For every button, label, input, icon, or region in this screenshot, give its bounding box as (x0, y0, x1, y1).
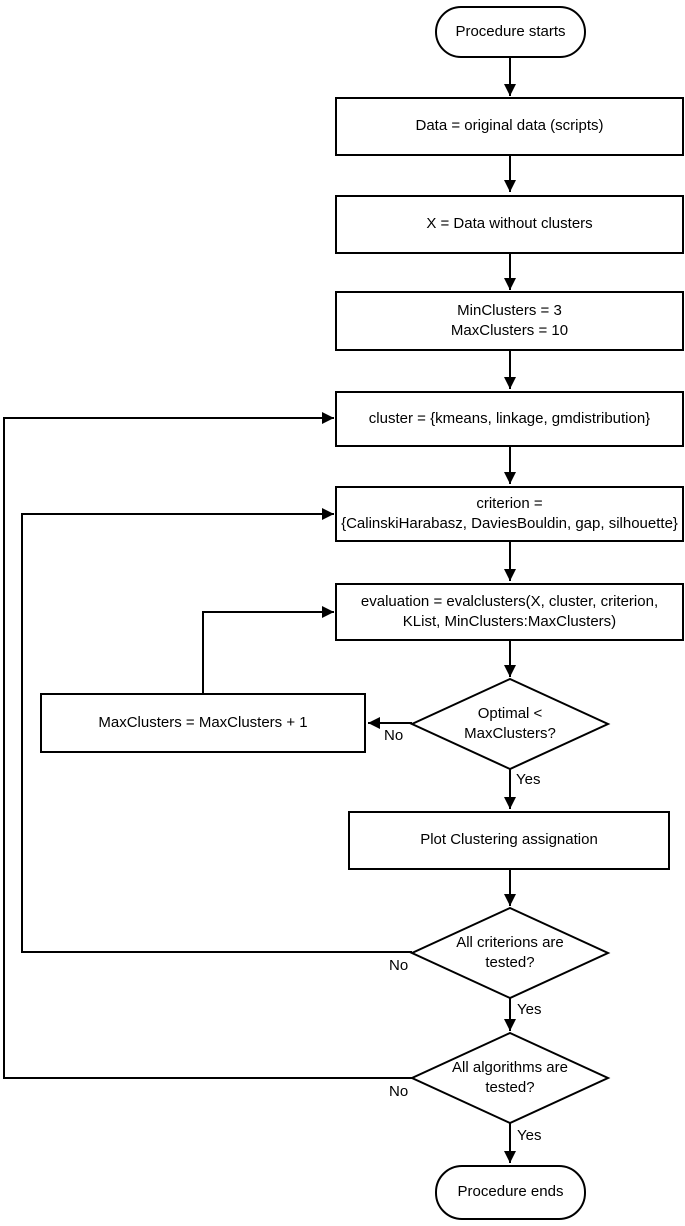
process-x-without-clusters-label: X = Data without clusters (426, 215, 593, 233)
decision-optimal-maxclusters: Optimal < MaxClusters? (412, 698, 608, 750)
process-min-max-clusters-label: MinClusters = 3 MaxClusters = 10 (450, 301, 569, 339)
decision-optimal-maxclusters-label: Optimal < MaxClusters? (464, 704, 556, 742)
decision-all-criterions: All criterions are tested? (412, 927, 608, 979)
edge-label-criterions-no: No (389, 957, 409, 974)
process-increment-maxclusters: MaxClusters = MaxClusters + 1 (40, 693, 366, 753)
process-original-data-label: Data = original data (scripts) (415, 117, 604, 135)
start-terminal: Procedure starts (435, 6, 586, 58)
process-plot-assignation-label: Plot Clustering assignation (420, 831, 598, 849)
edge-label-optimal-yes: Yes (516, 771, 541, 788)
edge-algorithms-no-to-cluster (3, 412, 412, 1079)
edge-label-criterions-yes: Yes (517, 1001, 542, 1018)
process-cluster-algorithms-label: cluster = {kmeans, linkage, gmdistributi… (368, 409, 651, 427)
process-criterion-set-label: criterion = {CalinskiHarabasz, DaviesBou… (341, 494, 678, 532)
process-evalclusters: evaluation = evalclusters(X, cluster, cr… (335, 583, 684, 641)
process-criterion-set: criterion = {CalinskiHarabasz, DaviesBou… (335, 486, 684, 542)
process-x-without-clusters: X = Data without clusters (335, 195, 684, 254)
decision-all-algorithms: All algorithms are tested? (412, 1052, 608, 1104)
process-min-max-clusters: MinClusters = 3 MaxClusters = 10 (335, 291, 684, 351)
edge-label-algorithms-yes: Yes (517, 1127, 542, 1144)
start-label: Procedure starts (455, 22, 566, 40)
end-label: Procedure ends (457, 1183, 564, 1201)
process-plot-assignation: Plot Clustering assignation (348, 811, 670, 870)
edge-label-algorithms-no: No (389, 1083, 409, 1100)
edge-increment-to-evaluation (202, 606, 334, 694)
decision-all-algorithms-label: All algorithms are tested? (452, 1058, 568, 1096)
edge-criterions-no-to-criterion (21, 508, 412, 953)
end-terminal: Procedure ends (435, 1165, 586, 1220)
edge-label-optimal-no: No (384, 727, 404, 744)
decision-algorithms-shape (409, 1031, 611, 1125)
decision-criterions-shape (409, 906, 611, 1000)
process-cluster-algorithms: cluster = {kmeans, linkage, gmdistributi… (335, 391, 684, 447)
decision-all-criterions-label: All criterions are tested? (456, 933, 564, 971)
process-increment-maxclusters-label: MaxClusters = MaxClusters + 1 (98, 713, 308, 731)
process-original-data: Data = original data (scripts) (335, 97, 684, 156)
decision-optimal-shape (409, 677, 611, 771)
process-evalclusters-label: evaluation = evalclusters(X, cluster, cr… (360, 592, 659, 630)
